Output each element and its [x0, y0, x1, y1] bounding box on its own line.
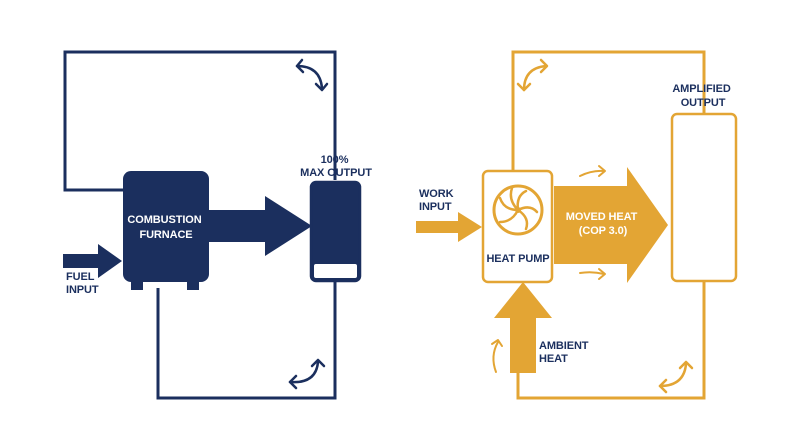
- amplified-output-label: AMPLIFIED OUTPUT: [672, 83, 733, 109]
- heat-pump-system: WORK INPUT HEAT PUMP MOVED HEAT (COP 3.0…: [416, 50, 738, 400]
- combustion-system: FUEL INPUT COMBUSTION FURNACE 100% MAX O…: [63, 50, 372, 400]
- furnace-bottom-loop-line: [156, 282, 337, 400]
- furnace-foot: [131, 280, 143, 290]
- flow-arrow-icon: [579, 165, 606, 177]
- curved-arrow-icon: [288, 358, 326, 390]
- fan-icon: [492, 184, 544, 236]
- curved-arrow-icon: [516, 58, 549, 92]
- fuel-input-label: FUEL INPUT: [66, 271, 99, 296]
- ambient-heat-arrow: [494, 282, 552, 373]
- output-unit-box: [309, 180, 362, 283]
- work-input-arrow: [416, 212, 482, 242]
- pump-top-loop-line: [511, 50, 706, 171]
- heat-pump-box: [481, 169, 554, 284]
- moved-heat-label: MOVED HEAT (COP 3.0): [566, 211, 641, 237]
- combustion-furnace-box: [123, 171, 209, 282]
- amplified-output-box: [670, 112, 738, 283]
- ambient-heat-label: AMBIENT HEAT: [539, 340, 591, 365]
- furnace-foot: [187, 280, 199, 290]
- output-unit-base: [314, 264, 357, 278]
- heat-pump-label: HEAT PUMP: [486, 253, 549, 265]
- curved-arrow-icon: [491, 339, 503, 373]
- furnace-output-arrow: [209, 196, 312, 256]
- moved-heat-arrow: [554, 167, 668, 283]
- fuel-input-arrow: [63, 244, 122, 278]
- max-output-label: 100% MAX OUTPUT: [300, 154, 372, 179]
- combustion-furnace-label: COMBUSTION FURNACE: [127, 214, 204, 241]
- work-input-label: WORK INPUT: [419, 188, 456, 213]
- curved-arrow-icon: [295, 58, 329, 92]
- curved-arrow-icon: [658, 360, 694, 394]
- flow-arrow-icon: [579, 268, 606, 280]
- furnace-top-loop-line: [63, 50, 337, 192]
- pump-bottom-loop-line: [516, 282, 706, 400]
